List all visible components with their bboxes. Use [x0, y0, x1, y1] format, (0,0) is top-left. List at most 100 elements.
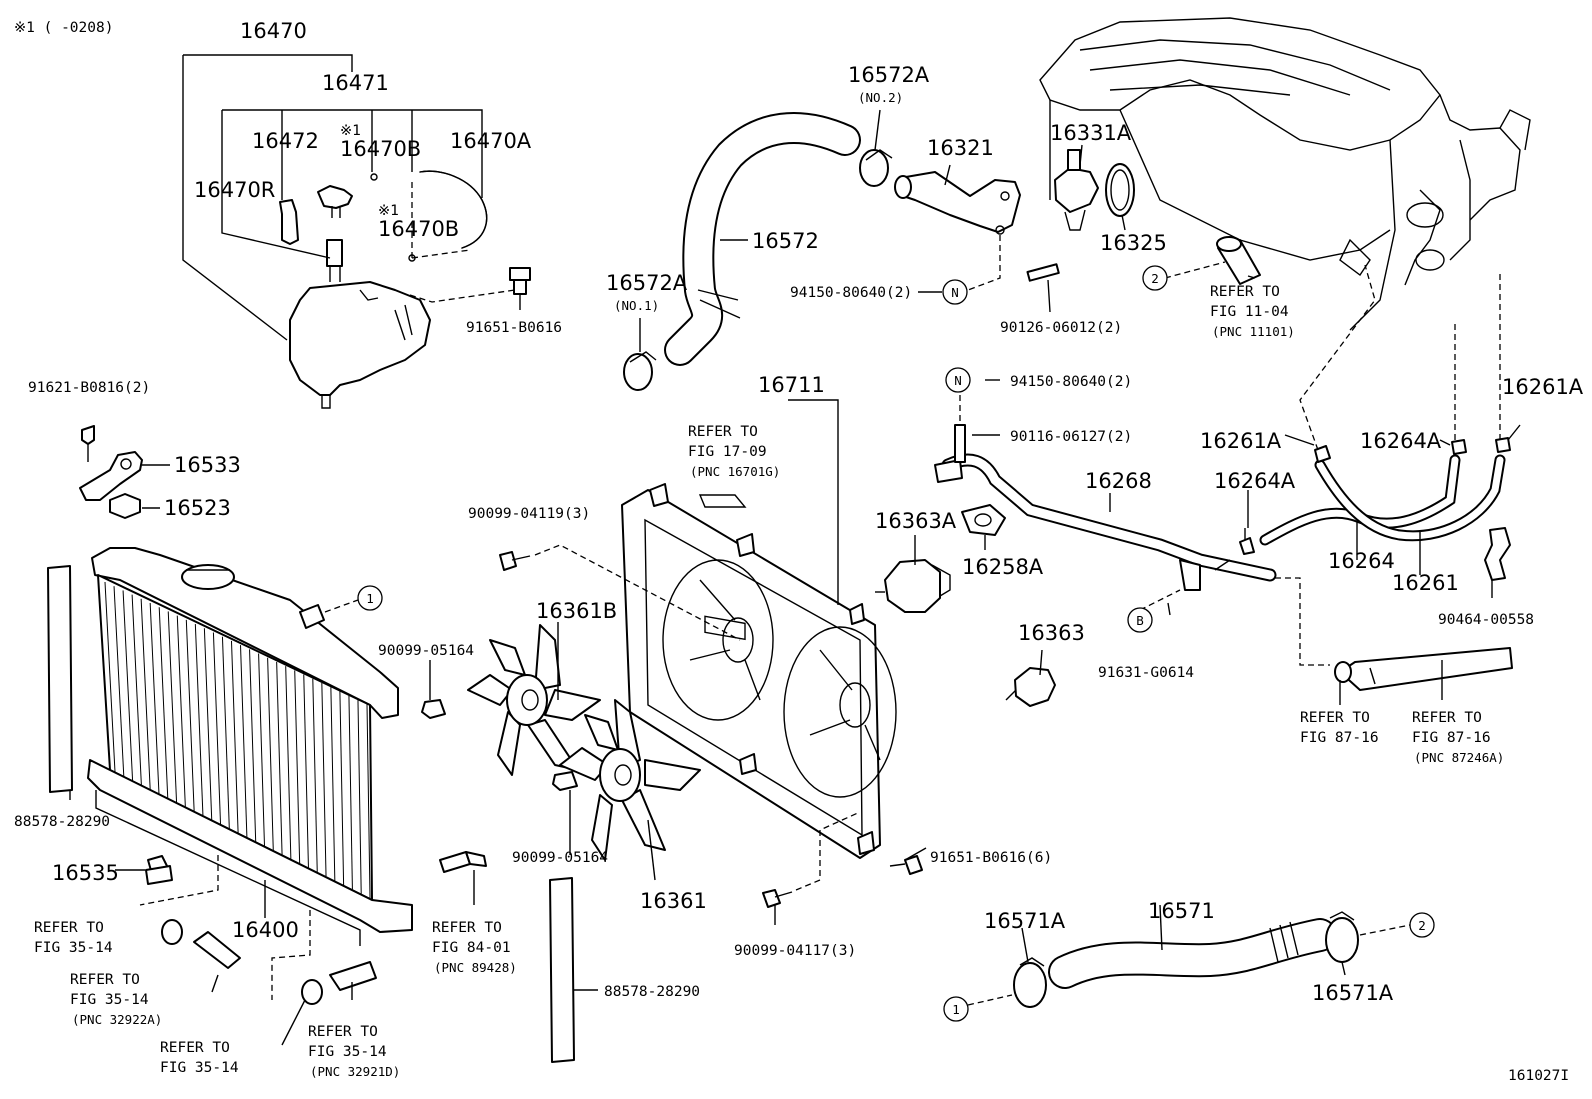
svg-text:N: N [951, 285, 959, 300]
label-16571a-b: 16571A [1312, 981, 1394, 1005]
hose-32921d [329, 961, 377, 991]
ref-84-01-line3: (PNC 89428) [434, 960, 517, 975]
label-16470b-2: 16470B [378, 217, 459, 241]
label-16264: 16264 [1328, 549, 1395, 573]
label-16472: 16472 [252, 129, 319, 153]
label-16261a-a: 16261A [1200, 429, 1282, 453]
label-16363a: 16363A [875, 509, 957, 533]
label-16321: 16321 [927, 136, 994, 160]
radiator-fin [321, 682, 327, 877]
label-16711: 16711 [758, 373, 825, 397]
marker-1-a: 1 [357, 585, 383, 611]
radiator-fin [131, 594, 142, 786]
radiator-fin [149, 603, 160, 794]
radiator-fin [348, 695, 353, 890]
radiator-fin [294, 670, 301, 864]
svg-text:N: N [954, 373, 962, 388]
ref-87-16-a-line1: REFER TO [1300, 710, 1370, 726]
radiator-fin [176, 615, 186, 807]
radiator-fin [366, 703, 371, 899]
label-16572: 16572 [752, 229, 819, 253]
svg-text:2: 2 [1151, 271, 1159, 286]
nut-90099-05164-a [421, 699, 446, 719]
ref-35-14-d-line3: (PNC 32921D) [310, 1064, 400, 1079]
radiator-fin [113, 586, 125, 777]
leader-lines [69, 109, 1521, 1046]
hose-16261 [1314, 454, 1506, 542]
radiator-fin [303, 674, 309, 868]
engine-block [1039, 17, 1531, 331]
bolt-91651-b0616 [509, 267, 531, 310]
bracket-16533 [79, 425, 170, 501]
ref-87-16-a-line2: FIG 87-16 [1300, 730, 1379, 746]
radiator-fin [267, 657, 274, 851]
label-16470: 16470 [240, 19, 307, 43]
cap-16470B [317, 185, 353, 209]
grommet-16523 [109, 493, 160, 519]
label-16571: 16571 [1148, 899, 1215, 923]
ref-35-14-c-line2: FIG 35-14 [160, 1060, 239, 1076]
clamp-16572a-no1 [623, 351, 657, 391]
radiator-fin [330, 687, 336, 881]
hose-16472 [279, 199, 299, 245]
ref-87-16-b-line3: (PNC 87246A) [1414, 750, 1504, 765]
radiator [47, 547, 413, 946]
label-16470b-mark-2: ※1 [378, 203, 399, 219]
hose-16571 [1048, 918, 1337, 989]
label-16470r: 16470R [194, 178, 275, 202]
hose-16572 [664, 112, 861, 366]
fan-shroud [621, 483, 897, 859]
temp-sensor [439, 851, 487, 905]
bolt-90099-04119 [499, 551, 531, 571]
fan-motor-16363a [875, 559, 951, 613]
ref-17-09-line2: FIG 17-09 [688, 444, 767, 460]
svg-text:2: 2 [1418, 918, 1426, 933]
label-16470b-1: 16470B [340, 137, 421, 161]
marker-1-b: 1 [943, 996, 969, 1022]
radiator-fin [104, 581, 116, 773]
ref-35-14-b-line3: (PNC 32922A) [72, 1012, 162, 1027]
marker-2-a: 2 [1142, 265, 1168, 291]
label-16331a: 16331A [1050, 121, 1132, 145]
label-90099-04119: 90099-04119(3) [468, 506, 590, 522]
radiator-fin [212, 632, 222, 825]
ref-11-04-line2: FIG 11-04 [1210, 304, 1289, 320]
water-outlet-16321 [894, 171, 1021, 235]
gasket-16325 [1105, 163, 1135, 217]
radiator-fin [312, 678, 318, 872]
thermostat-16331a [1054, 149, 1099, 231]
label-88578-a: 88578-28290 [14, 814, 110, 830]
label-91621: 91621-B0816(2) [28, 380, 150, 396]
label-16264a-a: 16264A [1360, 429, 1442, 453]
ref-17-09-line3: (PNC 16701G) [690, 464, 780, 479]
hose-32922a [193, 931, 241, 969]
clip-90464 [1484, 527, 1511, 581]
ref-84-01-line1: REFER TO [432, 920, 502, 936]
label-16261a-b: 16261A [1502, 375, 1584, 399]
label-16325: 16325 [1100, 231, 1167, 255]
label-91631: 91631-G0614 [1098, 665, 1194, 681]
label-16363: 16363 [1018, 621, 1085, 645]
label-16261: 16261 [1392, 571, 1459, 595]
radiator-fin [357, 699, 362, 894]
figure-id: 161027I [1508, 1068, 1569, 1084]
radiator-fin [185, 619, 195, 812]
label-94150-1: 94150-80640(2) [790, 285, 912, 301]
marker-2-b: 2 [1409, 912, 1435, 938]
radiator-fin [249, 649, 257, 842]
radiator-fin [158, 607, 169, 799]
label-16258a: 16258A [962, 555, 1044, 579]
radiator-fin [122, 590, 134, 781]
radiator-fin [276, 661, 283, 855]
label-88578-b: 88578-28290 [604, 984, 700, 1000]
label-16470a: 16470A [450, 129, 532, 153]
ref-11-04-line3: (PNC 11101) [1212, 324, 1295, 339]
reservoir-tank [289, 239, 431, 409]
label-16533: 16533 [174, 453, 241, 477]
seal-88578-b [549, 877, 575, 1063]
svg-text:B: B [1136, 613, 1144, 628]
svg-text:1: 1 [366, 591, 374, 606]
bolt-90099-04117 [762, 889, 793, 925]
ref-17-09-line1: REFER TO [688, 424, 758, 440]
